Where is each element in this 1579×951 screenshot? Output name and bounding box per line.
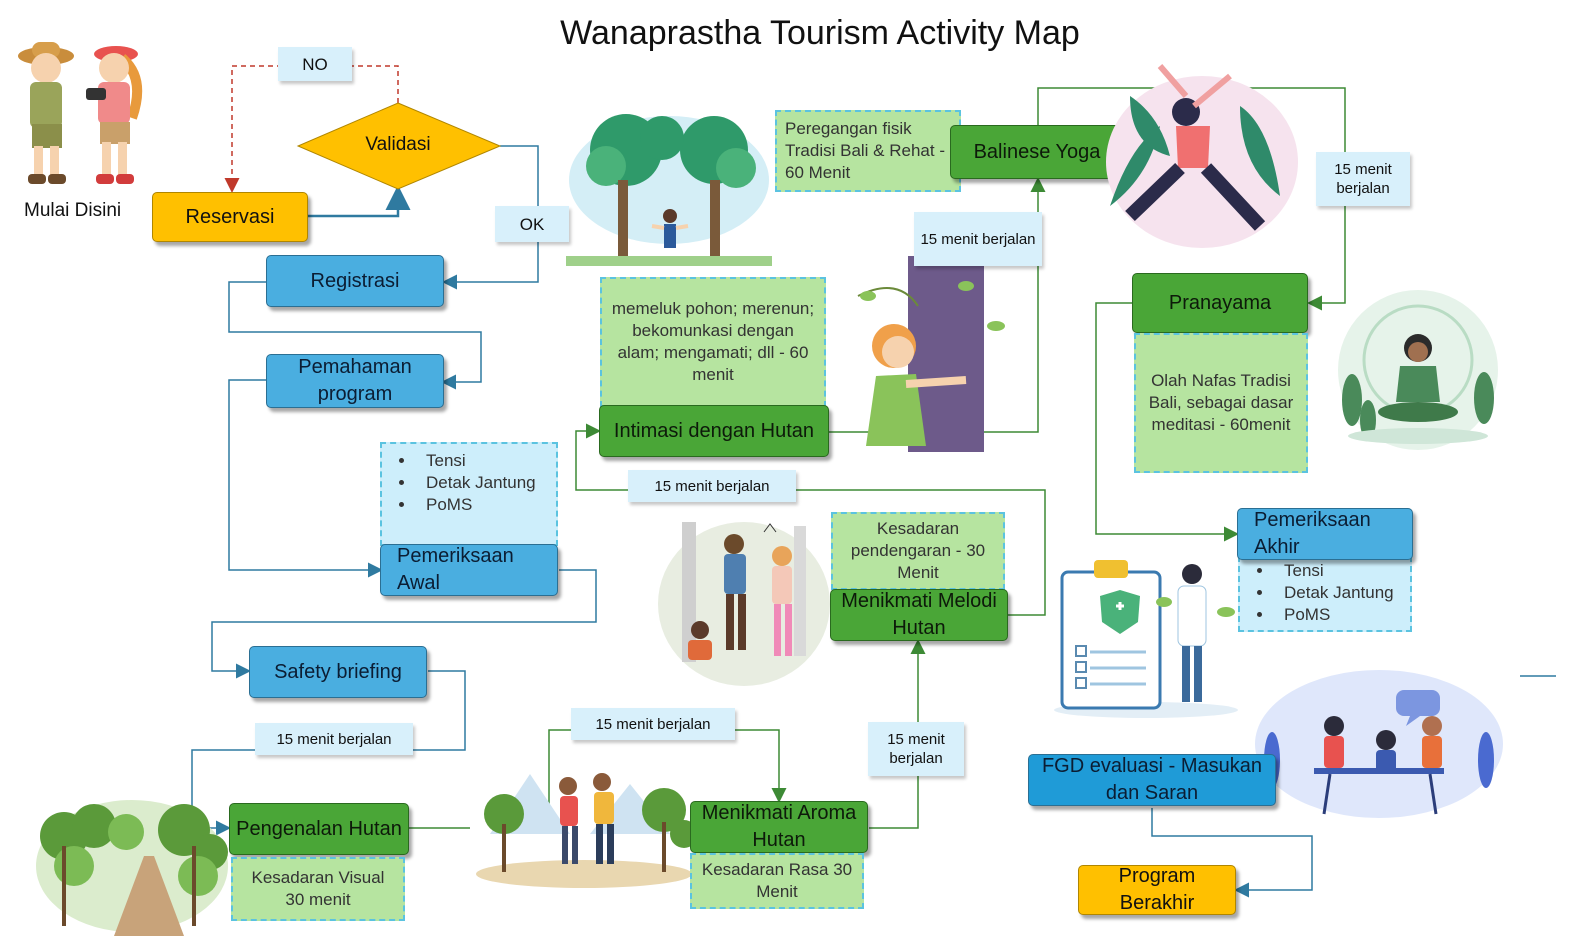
yoga-note: Peregangan fisik Tradisi Bali & Rehat - …: [775, 110, 961, 192]
walk-label: 15 menit berjalan: [868, 722, 964, 776]
connector-pranayama-pemeriksaan: [1095, 302, 1239, 542]
tree-hug-illustration: [857, 256, 1005, 452]
rasa-note: Kesadaran Rasa 30 Menit: [690, 853, 864, 909]
validasi-label: Validasi: [365, 134, 431, 155]
connector-registrasi-pemahaman: [228, 281, 482, 390]
check-item: Tensi: [1274, 560, 1394, 582]
pengenalan-hutan-box: Pengenalan Hutan: [229, 803, 409, 855]
aroma-hutan-box: Menikmati Aroma Hutan: [690, 801, 868, 853]
connector-reservasi-validasi: [308, 185, 411, 218]
connector-pemeriksaan-safety: [211, 569, 597, 679]
check-item: PoMS: [1274, 604, 1394, 626]
label-no: NO: [278, 47, 352, 81]
connector-yoga-pranayama: [1037, 87, 1346, 311]
melodi-hutan-box: Menikmati Melodi Hutan: [830, 589, 1008, 641]
safety-briefing-box: Safety briefing: [249, 646, 427, 698]
pranayama-note: Olah Nafas Tradisi Bali, sebagai dasar m…: [1134, 333, 1308, 473]
registrasi-box: Registrasi: [266, 255, 444, 307]
meditation-illustration: [1338, 290, 1498, 450]
visual-note: Kesadaran Visual 30 menit: [231, 857, 405, 921]
pemeriksaan-akhir-box: Pemeriksaan Akhir: [1237, 508, 1413, 560]
pendengaran-note: Kesadaran pendengaran - 30 Menit: [831, 512, 1005, 590]
hikers-illustration: [476, 773, 698, 888]
walk-label: 15 menit berjalan: [914, 212, 1042, 266]
medical-check-illustration: [1054, 560, 1238, 718]
check-item: Detak Jantung: [1274, 582, 1394, 604]
reservasi-box: Reservasi: [152, 192, 308, 242]
connector-fgd-program: [1151, 808, 1313, 898]
intimasi-hutan-box: Intimasi dengan Hutan: [599, 405, 829, 457]
pranayama-box: Pranayama: [1132, 273, 1308, 333]
yoga-illustration: [1106, 64, 1298, 248]
check-item: Detak Jantung: [416, 472, 536, 494]
checks-akhir-note: Tensi Detak Jantung PoMS: [1238, 556, 1412, 632]
label-ok: OK: [495, 206, 569, 242]
intimasi-note: memeluk pohon; merenun; bekomunkasi deng…: [600, 277, 826, 407]
explorers-illustration: [18, 42, 143, 184]
pemahaman-box: Pemahaman program: [266, 354, 444, 408]
walk-label: 15 menit berjalan: [628, 470, 796, 502]
connector-pemahaman-pemeriksaan: [228, 379, 383, 578]
validasi-diamond: [296, 102, 502, 190]
pemeriksaan-awal-box: Pemeriksaan Awal: [380, 544, 558, 596]
check-item: PoMS: [416, 494, 536, 516]
connector-melodi-intimasi: [575, 423, 1046, 616]
fgd-illustration: [1255, 670, 1503, 818]
forest-music-illustration: [658, 522, 830, 686]
program-berakhir-box: Program Berakhir: [1078, 865, 1236, 915]
walk-label: 15 menit berjalan: [1316, 152, 1410, 206]
start-label: Mulai Disini: [24, 200, 122, 221]
walk-label: 15 menit berjalan: [255, 723, 413, 755]
connector-aroma-melodi: [869, 639, 926, 829]
walk-label: 15 menit berjalan: [571, 708, 735, 740]
check-item: Tensi: [416, 450, 536, 472]
forest-path-illustration: [36, 800, 228, 936]
fgd-evaluasi-box: FGD evaluasi - Masukan dan Saran: [1028, 754, 1276, 806]
checks-awal-note: Tensi Detak Jantung PoMS: [380, 442, 558, 546]
page-title: Wanaprastha Tourism Activity Map: [560, 14, 1080, 52]
tree-illustration: [566, 114, 772, 266]
